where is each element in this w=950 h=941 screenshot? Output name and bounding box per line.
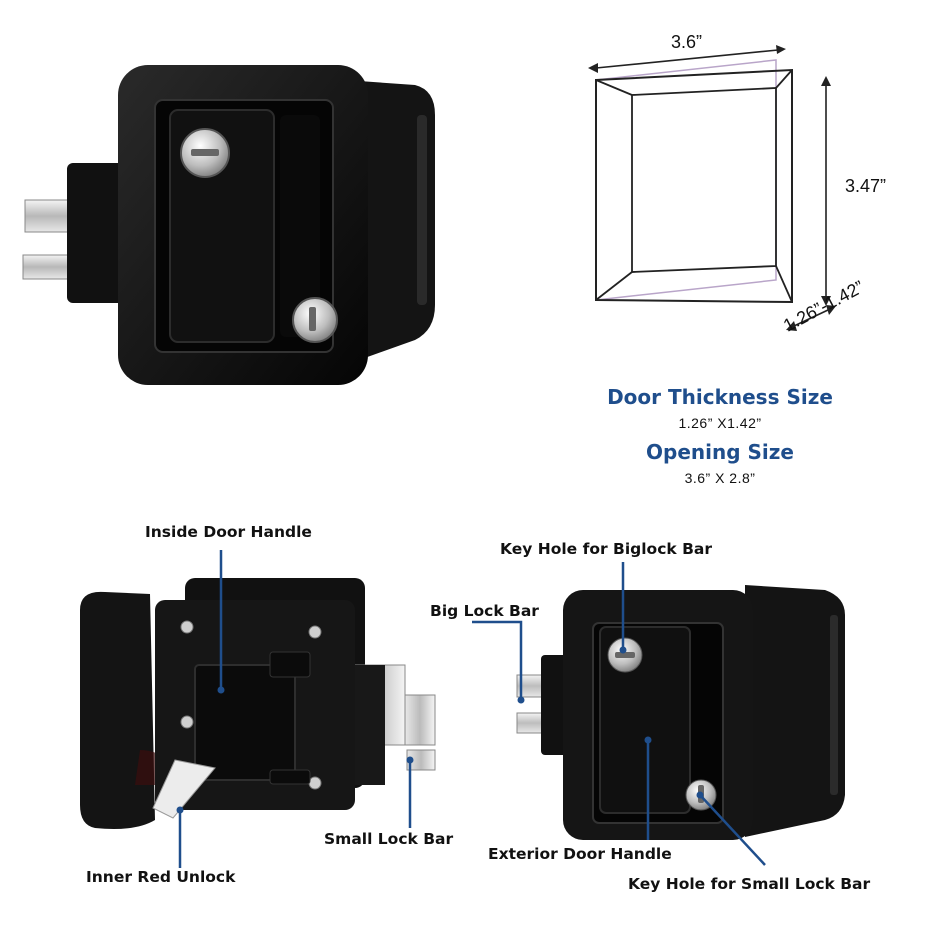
door-thickness-value: 1.26” X1.42” — [678, 415, 762, 431]
product-front-photo — [22, 65, 435, 385]
door-thickness-title: Door Thickness Size — [607, 385, 833, 409]
opening-size-value: 3.6” X 2.8” — [684, 470, 756, 486]
product-outside-photo — [516, 585, 845, 840]
width-label: 3.6” — [671, 32, 703, 52]
inner-red-unlock-label: Inner Red Unlock — [86, 868, 236, 886]
height-label: 3.47” — [845, 176, 887, 196]
inside-door-handle-label: Inside Door Handle — [145, 523, 312, 541]
key-hole-biglock-label: Key Hole for Biglock Bar — [500, 540, 713, 558]
dimension-diagram — [588, 45, 836, 331]
product-inside-photo — [80, 578, 436, 829]
opening-size-title: Opening Size — [646, 440, 794, 464]
exterior-door-handle-label: Exterior Door Handle — [488, 845, 672, 863]
big-lock-bar-label: Big Lock Bar — [430, 602, 539, 620]
small-lock-bar-label: Small Lock Bar — [324, 830, 454, 848]
key-hole-small-lock-label: Key Hole for Small Lock Bar — [628, 875, 871, 893]
